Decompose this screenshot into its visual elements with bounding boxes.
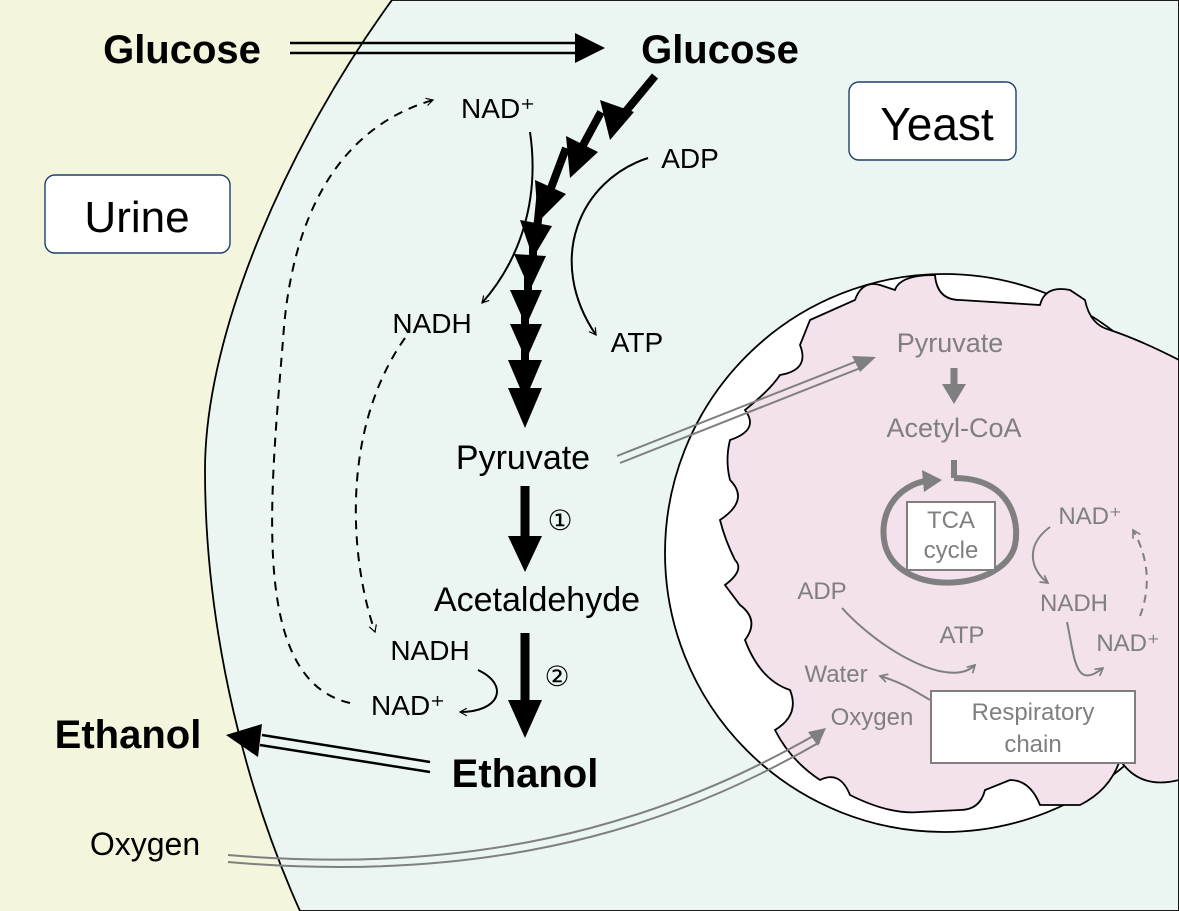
- nad-lower-label: NAD⁺: [371, 690, 445, 721]
- tca-box: [906, 501, 996, 571]
- step-1-arrow: [508, 486, 542, 572]
- step-2-marker: ②: [544, 661, 569, 692]
- urine-label-box: [44, 174, 231, 254]
- nad-top-label: NAD⁺: [461, 93, 535, 124]
- mito-nadh-label: NADH: [1040, 590, 1108, 617]
- nad-to-nadh-arrow: [481, 131, 534, 304]
- mito-oxygen-label: Oxygen: [831, 704, 914, 731]
- atp-label: ATP: [611, 327, 663, 358]
- pyruvate-transport-arrow: [616, 356, 876, 464]
- adp-label: ADP: [661, 143, 719, 174]
- outside-oxygen-label: Oxygen: [90, 826, 200, 862]
- mito-water-label: Water: [804, 661, 867, 688]
- tca-cycle: TCA cycle: [880, 460, 1020, 586]
- mito-pyruvate-label: Pyruvate: [897, 328, 1004, 358]
- nadh-lower-label: NADH: [390, 635, 469, 666]
- mito-nad-upper-label: NAD⁺: [1058, 503, 1121, 530]
- mito-nad-lower-label: NAD⁺: [1096, 630, 1159, 657]
- respiratory-chain-line2: chain: [1004, 731, 1061, 758]
- pyruvate-label: Pyruvate: [456, 439, 590, 477]
- oxygen-transport-arrow: [227, 728, 826, 868]
- acetaldehyde-label: Acetaldehyde: [434, 581, 640, 619]
- mito-adp-to-atp-arrow: [841, 607, 975, 674]
- nadh-recycle-dashed-arrow: [354, 337, 406, 634]
- urine-label: Urine: [84, 193, 189, 242]
- cytoplasm-ethanol-label: Ethanol: [452, 752, 599, 796]
- nadh-to-nad-arrow: [458, 669, 498, 717]
- respiratory-chain-line1: Respiratory: [972, 699, 1095, 726]
- step-2-arrow: [508, 633, 542, 738]
- acetyl-coa-label: Acetyl-CoA: [886, 413, 1021, 443]
- yeast-label-box: [848, 81, 1017, 161]
- mito-adp-label: ADP: [797, 578, 846, 605]
- outside-glucose-label: Glucose: [103, 28, 261, 72]
- outside-ethanol-label: Ethanol: [55, 713, 202, 757]
- mito-nad-recycle-dashed-arrow: [1132, 530, 1148, 617]
- tca-label-line1: TCA: [927, 507, 975, 534]
- glycolysis-arrow: [508, 73, 659, 428]
- nadh-upper-label: NADH: [392, 308, 471, 339]
- yeast-label: Yeast: [880, 98, 994, 150]
- glucose-transport-arrow: [290, 33, 605, 63]
- oxygen-to-water-arrow: [880, 676, 931, 701]
- cytoplasm-glucose-label: Glucose: [641, 28, 799, 72]
- tca-label-line2: cycle: [924, 537, 979, 564]
- mito-atp-label: ATP: [940, 622, 985, 649]
- mito-nad-to-nadh-arrow: [1031, 526, 1051, 583]
- nad-recycle-dashed-arrow: [271, 97, 435, 704]
- pyruvate-to-acetylcoa-arrowhead: [942, 384, 966, 404]
- adp-to-atp-arrow: [570, 157, 649, 337]
- respiratory-chain-box: [930, 690, 1136, 764]
- ethanol-export-arrow: [226, 724, 431, 774]
- mito-nadh-to-nad-arrow: [1066, 621, 1103, 677]
- step-1-marker: ①: [547, 505, 572, 536]
